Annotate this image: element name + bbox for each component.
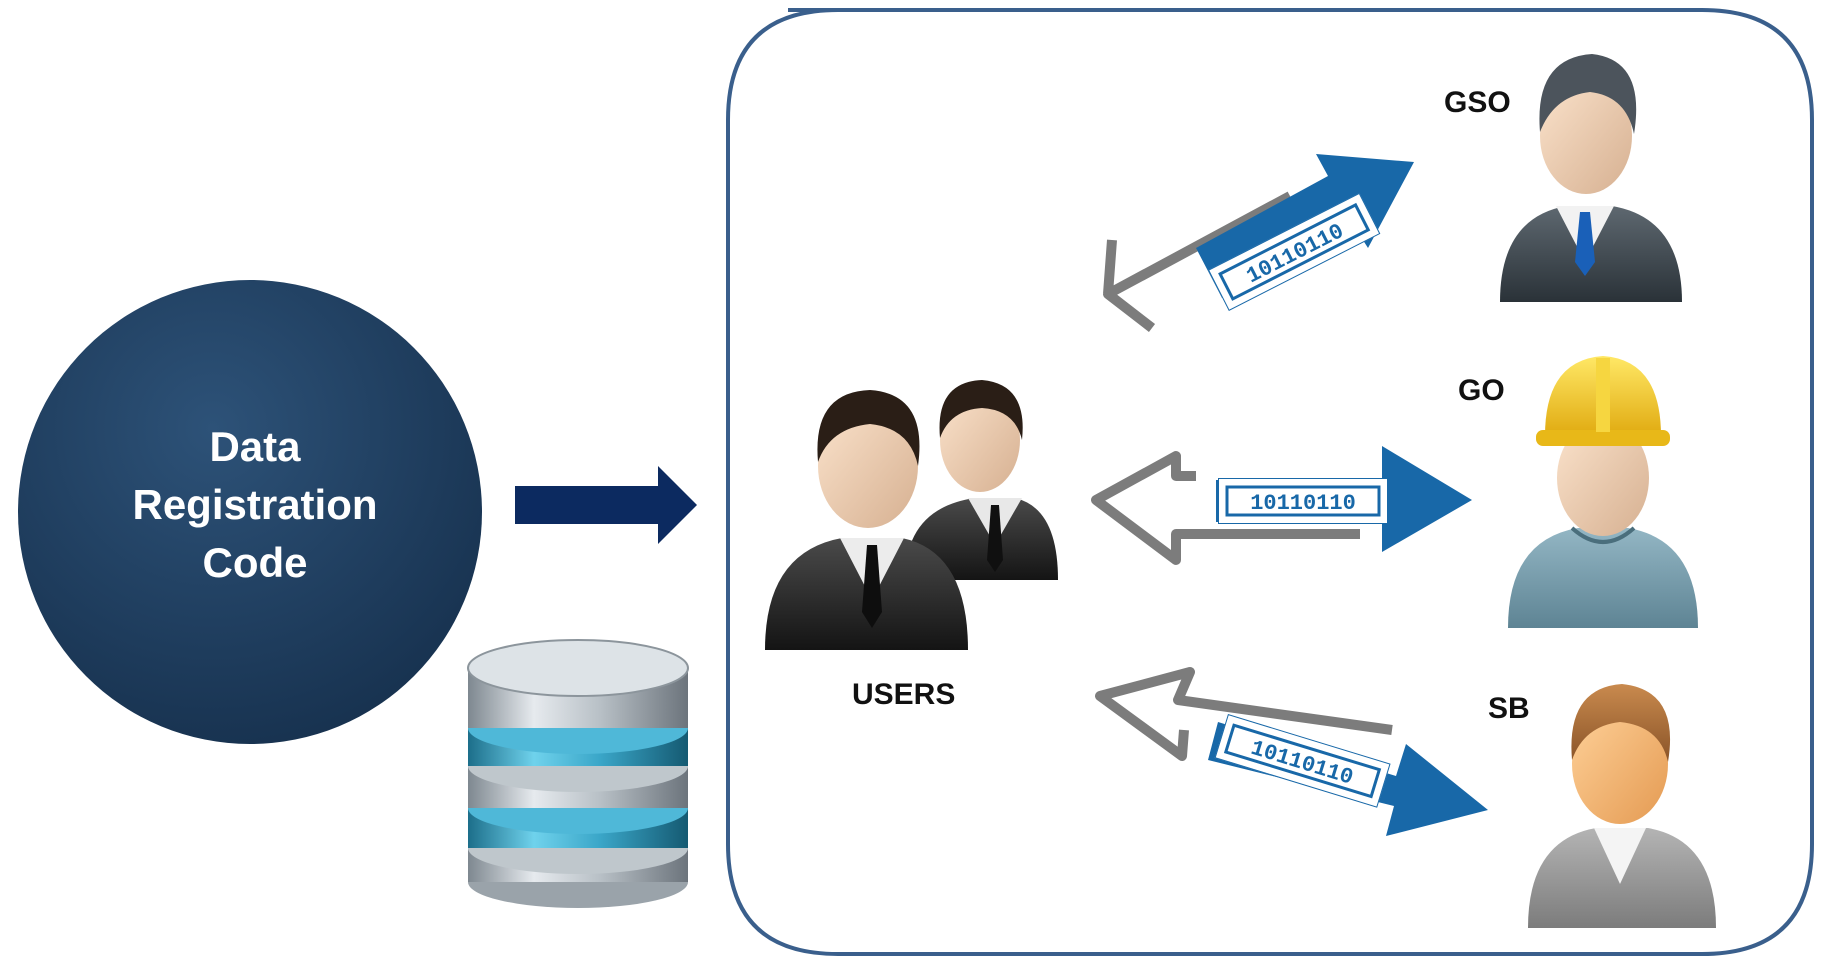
sb-exchange-arrows <box>1095 667 1488 836</box>
businessman-icon <box>1500 54 1682 302</box>
users-group-icon <box>765 380 1058 650</box>
gso-label: GSO <box>1444 86 1511 119</box>
go-label: GO <box>1458 374 1505 407</box>
sb-label: SB <box>1488 692 1530 725</box>
label-line-2: Registration <box>132 481 378 528</box>
person-icon <box>1528 684 1716 928</box>
label-line-3: Code <box>202 539 308 586</box>
gso-exchange-arrows <box>1103 154 1414 332</box>
data-registration-circle <box>18 280 482 744</box>
label-line-1: Data <box>209 423 301 470</box>
users-panel <box>726 8 1814 956</box>
flow-arrow <box>515 466 697 544</box>
construction-worker-icon <box>1508 356 1698 628</box>
data-registration-label: Data Registration Code <box>40 418 470 592</box>
go-exchange-arrows <box>1091 446 1472 565</box>
database-icon <box>467 639 689 908</box>
users-label: USERS <box>852 678 956 711</box>
